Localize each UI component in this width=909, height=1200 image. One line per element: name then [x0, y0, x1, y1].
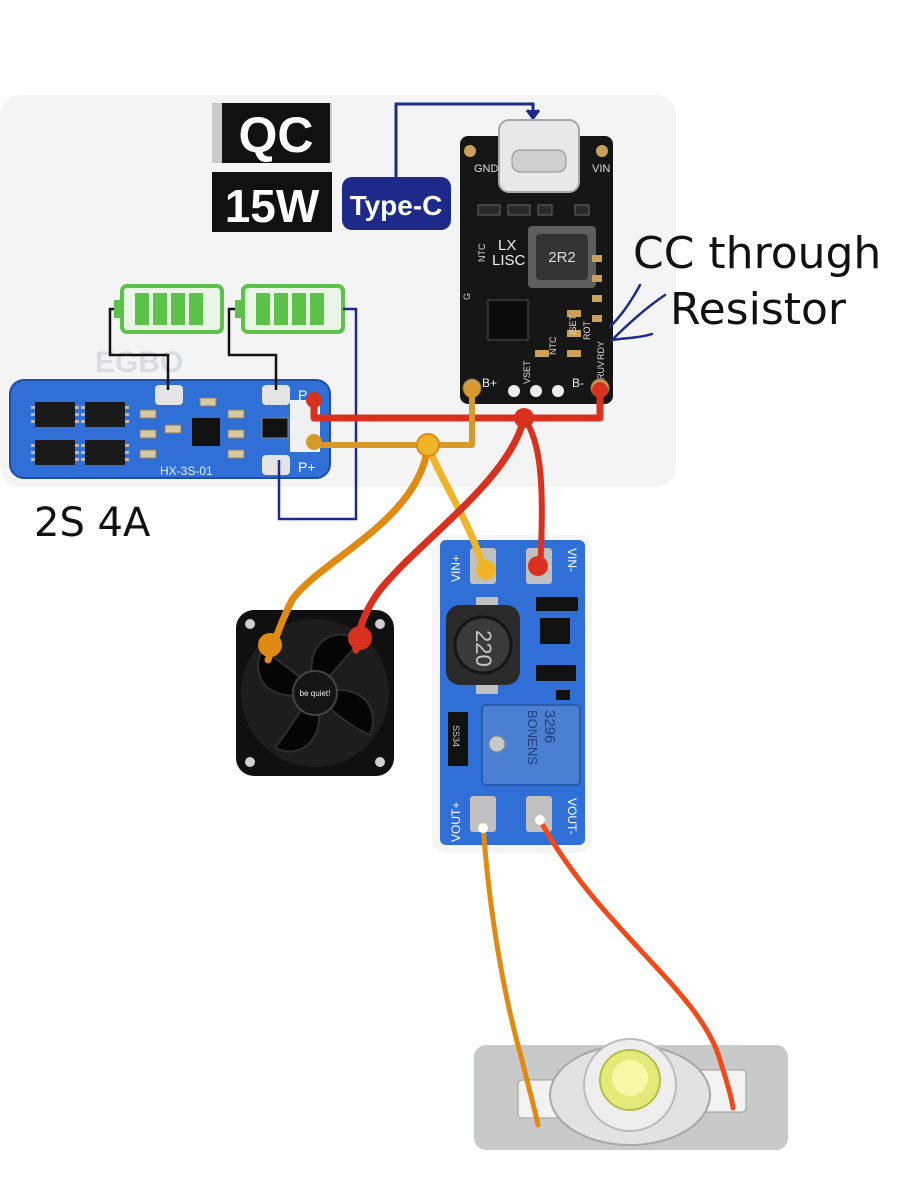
- charger-pin-b-plus: B+: [482, 376, 497, 390]
- bms-shunt: [261, 417, 289, 439]
- charger-text-lx: LX: [498, 237, 516, 254]
- type-c-badge-text: Type-C: [350, 190, 443, 221]
- charger-board: GND VIN LX LISC 2R2 NTC G ISET: [460, 119, 613, 404]
- wire-vout-plus-to-led: [480, 822, 541, 1128]
- charger-side-label: G: [462, 293, 472, 300]
- booster-diode: [448, 712, 468, 766]
- charger-inductor-label: 2R2: [548, 249, 576, 266]
- charger-side-label: RUV: [596, 361, 606, 380]
- bms-model-label: HX-3S-01: [160, 464, 213, 478]
- battery-cell-1: [114, 284, 224, 334]
- annotation-cc-line1: CC through: [633, 228, 882, 279]
- boost-converter: VIN+ VIN- 220 SS34 BONENS 3296 VOUT+ VOU…: [432, 535, 592, 853]
- bms-board: HX-3S-01 P- P+: [9, 379, 331, 479]
- bms-pin-p-plus: P+: [298, 459, 316, 475]
- annotation-cc-line2: Resistor: [670, 284, 846, 335]
- booster-potentiometer: [481, 704, 581, 786]
- bms-watermark: EGBO: [95, 346, 183, 379]
- charger-ic: [487, 299, 529, 341]
- charger-side-label: VSET: [522, 360, 532, 384]
- bms-pack-wire: [277, 307, 358, 521]
- annotation-arrow: [608, 283, 667, 342]
- charger-side-label: ISET: [568, 314, 578, 335]
- charger-side-label: NTC: [477, 243, 487, 262]
- booster-vout-minus: VOUT-: [565, 798, 579, 835]
- charger-pin-b-minus: B-: [572, 376, 584, 390]
- qc-badge: QC: [212, 103, 332, 163]
- booster-vin-minus: VIN-: [565, 548, 579, 572]
- booster-diode-label: SS34: [451, 725, 461, 747]
- bms-ic: [192, 418, 220, 446]
- booster-vout-plus: VOUT+: [449, 802, 463, 842]
- battery-wires: [108, 307, 278, 390]
- charger-pin-gnd: GND: [474, 163, 499, 175]
- type-c-badge: Type-C: [342, 177, 451, 230]
- power-led: [474, 1038, 788, 1150]
- power-badge: 15W: [212, 172, 332, 232]
- booster-inductor-label: 220: [471, 630, 496, 667]
- charger-side-label: RDY: [596, 341, 606, 360]
- booster-pot-model: 3296: [541, 710, 558, 743]
- wire-junction-to-vin-plus: [424, 441, 490, 579]
- wire-bminus-to-pminus: [310, 388, 604, 422]
- booster-pot-brand: BONENS: [525, 710, 540, 765]
- battery-cell-2: [235, 284, 345, 334]
- booster-vin-plus: VIN+: [449, 555, 463, 582]
- wire-junction-to-fan-plus: [264, 441, 432, 664]
- type-c-arrow: [394, 102, 541, 177]
- charger-text-lisc: LISC: [492, 252, 526, 269]
- charger-pin-vin: VIN: [592, 163, 610, 175]
- fan-brand: be quiet!: [300, 689, 331, 698]
- charger-side-label: ROT: [582, 321, 592, 341]
- power-badge-text: 15W: [225, 180, 320, 232]
- annotation-battery-spec: 2S 4A: [34, 500, 151, 546]
- qc-badge-text: QC: [239, 107, 314, 163]
- charger-side-label: NTC: [548, 336, 558, 355]
- wire-junction-to-fan-minus: [352, 414, 528, 654]
- wire-vout-minus-to-led: [537, 817, 736, 1111]
